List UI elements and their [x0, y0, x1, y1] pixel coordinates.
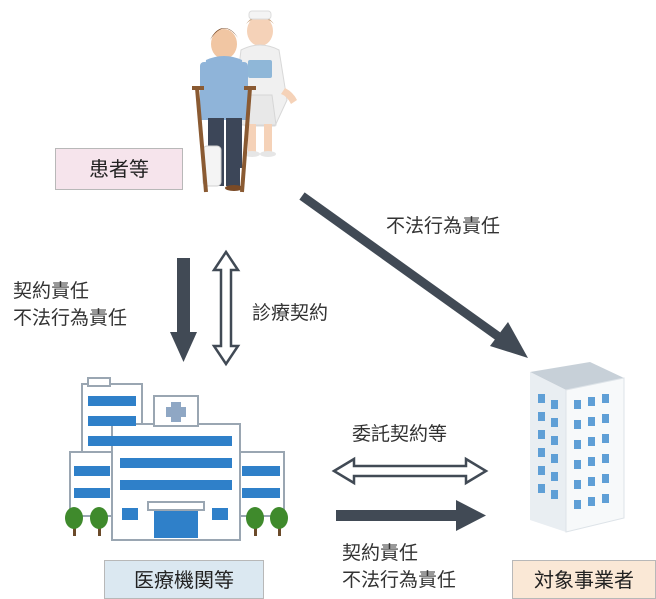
- node-hospital: 医療機関等: [104, 560, 264, 599]
- edge-label-patient-hospital-line1: 契約責任: [13, 280, 90, 302]
- hospital-building-illustration: [65, 377, 288, 541]
- edge-label-patient-operator: 不法行為責任: [386, 215, 501, 237]
- node-operator-label: 対象事業者: [534, 567, 634, 592]
- edge-label-outsourcing-contract: 委託契約等: [352, 423, 448, 445]
- patient-nurse-illustration: [192, 10, 297, 193]
- arrow-hospital-to-operator: [336, 500, 486, 531]
- double-arrow-medical-contract: [211, 249, 241, 367]
- node-patient-label: 患者等: [89, 157, 149, 181]
- operator-building-illustration: [530, 362, 625, 533]
- edge-label-patient-hospital-line2: 不法行為責任: [13, 307, 128, 329]
- node-operator: 対象事業者: [512, 560, 656, 599]
- edge-label-hospital-operator-line2: 不法行為責任: [342, 569, 457, 591]
- node-patient: 患者等: [55, 148, 183, 190]
- double-arrow-outsourcing-contract: [331, 456, 489, 486]
- node-hospital-label: 医療機関等: [134, 567, 234, 592]
- arrow-patient-to-hospital: [170, 258, 197, 362]
- arrow-patient-to-operator: [299, 192, 528, 358]
- edge-label-medical-contract: 診療契約: [252, 302, 329, 324]
- edge-label-hospital-operator-line1: 契約責任: [342, 542, 419, 564]
